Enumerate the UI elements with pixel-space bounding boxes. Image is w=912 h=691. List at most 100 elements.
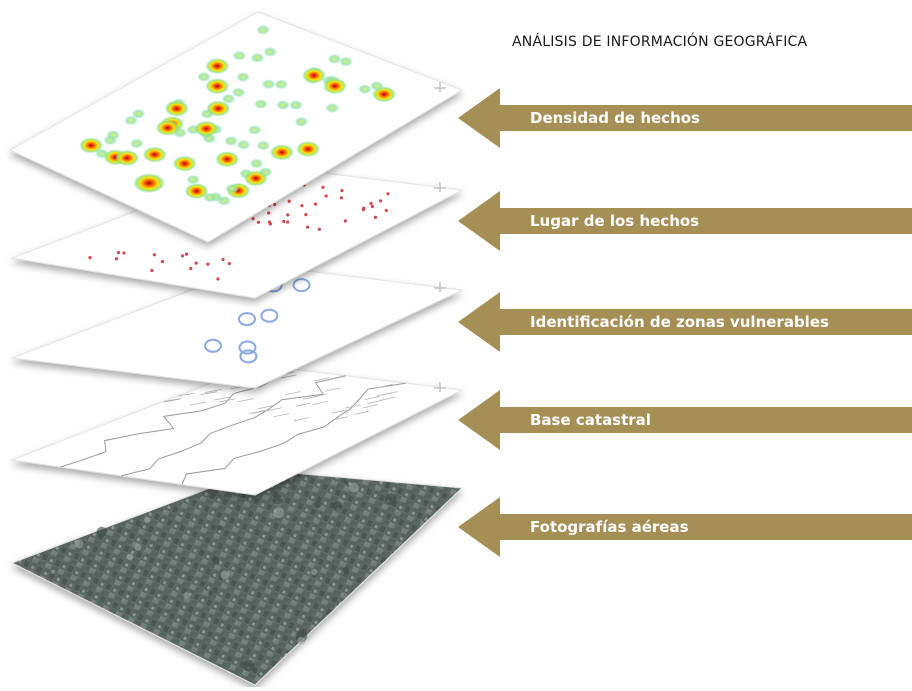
aerial-detail — [74, 539, 84, 549]
incident-point — [286, 213, 290, 217]
incident-point — [304, 212, 308, 217]
incident-point — [206, 262, 210, 266]
vulnerable-zone-circle — [239, 349, 258, 364]
aerial-detail — [348, 482, 359, 493]
map-layer-aerial — [10, 469, 464, 686]
layer-label-circles: Identificación de zonas vulnerables — [530, 313, 829, 331]
heat-spot — [261, 79, 276, 90]
heat-spot — [205, 78, 230, 95]
aerial-detail — [96, 526, 107, 537]
heat-spot — [247, 124, 262, 135]
heat-spot — [253, 98, 268, 109]
layer-sheet — [10, 164, 464, 299]
heat-spot — [194, 120, 219, 137]
map-layer-heatmap — [8, 11, 464, 243]
aerial-detail — [134, 543, 142, 551]
compass-icon — [434, 282, 446, 292]
heat-spot — [225, 183, 240, 194]
heat-spot — [133, 173, 166, 194]
heat-spot — [172, 155, 197, 172]
heat-spot — [236, 139, 251, 150]
aerial-detail — [220, 570, 230, 580]
layer-arrow-points — [458, 191, 912, 251]
layer-label-cadastre: Base catastral — [530, 411, 651, 429]
incident-point — [88, 255, 92, 260]
incident-point — [180, 254, 185, 258]
heat-spot — [231, 87, 246, 98]
incident-point — [369, 201, 373, 206]
heat-spot — [294, 116, 309, 127]
aerial-detail — [243, 659, 255, 672]
heat-spot — [357, 84, 372, 95]
incident-point — [300, 204, 304, 208]
vulnerable-zone-circle — [260, 308, 279, 323]
heat-spot — [106, 130, 121, 141]
layer-arrow-circles — [458, 292, 912, 352]
incident-point — [221, 257, 225, 262]
incident-point — [324, 194, 328, 198]
aerial-detail — [342, 566, 350, 574]
incident-point — [267, 211, 271, 215]
incident-point — [339, 196, 343, 200]
incident-point — [343, 219, 347, 223]
heat-spot — [327, 53, 342, 64]
layer-label-heatmap: Densidad de hechos — [530, 109, 700, 127]
heat-spot — [236, 72, 251, 83]
heat-spot — [215, 151, 240, 168]
heat-spot — [196, 71, 211, 82]
incident-point — [273, 202, 277, 207]
heat-spot — [184, 183, 209, 200]
map-layer-cadastre — [10, 364, 464, 496]
heat-spot — [256, 24, 271, 35]
heat-spot — [186, 174, 201, 185]
aerial-detail — [332, 500, 343, 511]
heat-spot — [164, 100, 189, 117]
incident-point — [150, 268, 154, 273]
heat-spot — [275, 100, 290, 111]
heat-spot — [338, 56, 353, 67]
incident-point — [184, 252, 189, 256]
vulnerable-zone-circle — [237, 312, 256, 327]
heat-spot — [224, 136, 239, 147]
heat-spot — [250, 52, 265, 63]
aerial-detail — [216, 525, 223, 531]
layer-sheet — [11, 264, 464, 389]
aerial-detail — [126, 553, 134, 561]
aerial-detail — [297, 636, 306, 645]
incident-point — [373, 215, 378, 219]
heat-spot — [296, 141, 321, 158]
cadastre-boundary — [60, 369, 407, 485]
aerial-detail — [144, 517, 151, 524]
incident-point — [152, 253, 156, 257]
heat-spot — [325, 103, 340, 114]
compass-icon — [434, 382, 446, 392]
incident-point — [317, 227, 321, 231]
incident-point — [313, 202, 318, 206]
aerial-detail — [384, 493, 397, 505]
heat-spot — [155, 119, 180, 136]
heat-spot — [258, 167, 273, 178]
aerial-detail — [272, 494, 283, 505]
aerial-detail — [273, 507, 285, 519]
aerial-detail — [314, 500, 322, 508]
incident-point — [282, 219, 286, 224]
incident-point — [160, 260, 165, 264]
heat-spot — [249, 158, 264, 169]
incident-point — [321, 185, 325, 189]
heat-spot — [131, 108, 146, 119]
aerial-detail — [344, 480, 349, 485]
incident-point — [305, 225, 310, 229]
incident-point — [287, 199, 291, 203]
heat-spot — [301, 67, 326, 84]
heat-spot — [202, 192, 217, 203]
layer-label-aerial: Fotografías aéreas — [530, 518, 689, 536]
vulnerable-zone-circle — [238, 340, 257, 355]
heat-spot — [205, 58, 230, 75]
aerial-detail — [208, 590, 213, 596]
incident-point — [189, 266, 193, 271]
heat-spot — [256, 140, 271, 151]
incident-point — [256, 220, 261, 224]
incident-point — [361, 208, 365, 212]
